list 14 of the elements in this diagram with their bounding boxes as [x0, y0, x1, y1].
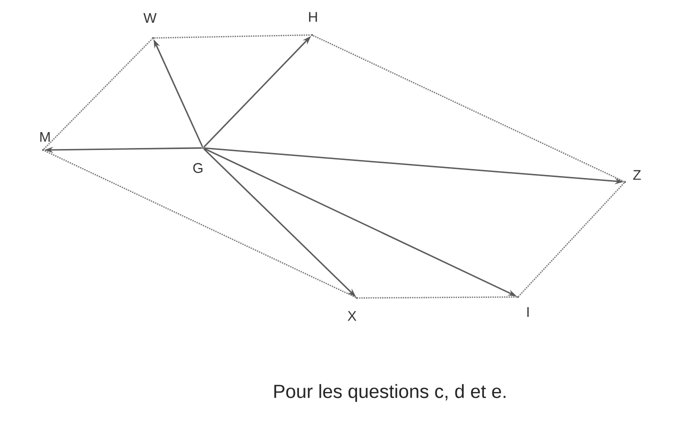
dotted-line — [312, 34, 624, 182]
caption: Pour les questions c, d et e. — [274, 384, 506, 402]
point-label: H — [309, 12, 317, 22]
dotted-line — [44, 150, 356, 298]
dotted-line — [518, 182, 625, 297]
point-label: X — [348, 311, 356, 321]
point-label: I — [527, 307, 529, 317]
point-label: G — [193, 163, 202, 173]
point-label: M — [40, 132, 50, 142]
dotted-line — [43, 38, 153, 150]
point-label: Z — [633, 170, 641, 180]
point-label: W — [143, 13, 157, 23]
dotted-line — [358, 296, 517, 299]
dotted-line — [154, 34, 311, 39]
